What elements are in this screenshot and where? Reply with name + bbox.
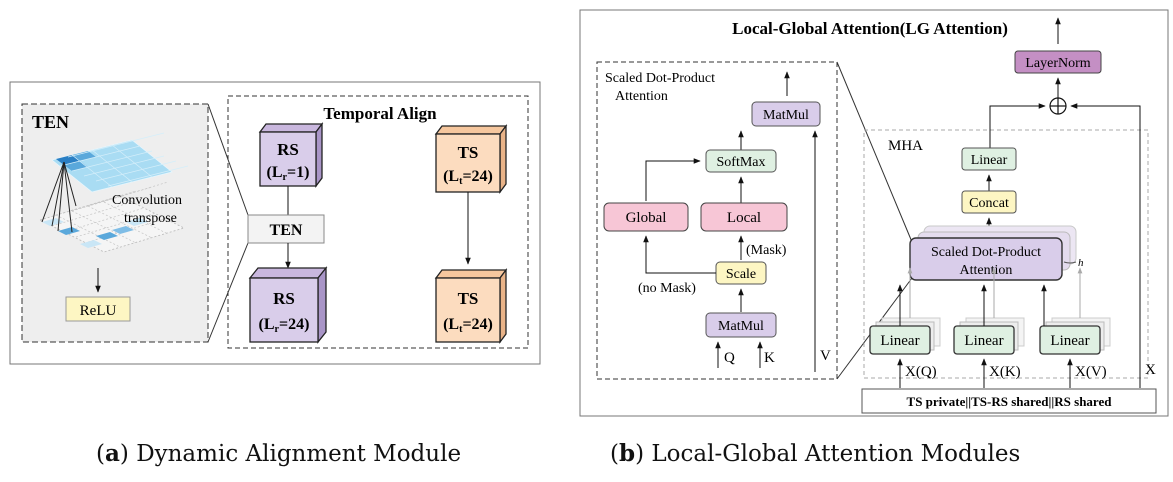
residual-x-arrow <box>1070 103 1141 388</box>
linear-to-add-arrow <box>989 103 1046 148</box>
layernorm-label: LayerNorm <box>1025 56 1090 71</box>
sdpa-block <box>909 237 1063 281</box>
ts-top-line2: (Lt=24) <box>443 168 493 187</box>
rs-bottom-cube: RS (Lr=24) <box>248 266 328 344</box>
no-mask-label: (no Mask) <box>638 281 696 296</box>
panel-b-frame <box>579 9 1169 417</box>
relu-label: ReLU <box>80 303 117 319</box>
softmax-label: SoftMax <box>717 155 766 170</box>
linear-out-label: Linear <box>971 153 1008 168</box>
panel-a: TEN Con <box>9 81 541 365</box>
local-box <box>700 202 788 232</box>
linear-v-box <box>1039 325 1101 355</box>
caption-b: (b) Local-Global Attention Modules <box>610 440 1021 467</box>
global-label: Global <box>626 210 667 226</box>
sdpa-detail-title-1: Scaled Dot-Product <box>605 71 715 86</box>
ts-bottom-cube: TS (Lt=24) <box>434 268 508 344</box>
linear-q-label: Linear <box>880 333 919 349</box>
input-box <box>861 388 1157 414</box>
rs-top-line1: RS <box>277 140 299 159</box>
matmul-bottom-box <box>705 312 777 338</box>
global-to-softmax-arrow <box>645 158 701 201</box>
scale-label: Scale <box>726 267 756 282</box>
scale-to-global-arrow <box>643 235 716 274</box>
ts-bottom-line2: (Lt=24) <box>443 316 493 335</box>
conv-label-line1: Convolution <box>112 193 182 208</box>
lg-attention-title: Local-Global Attention(LG Attention) <box>732 19 1008 38</box>
h-label: h <box>1078 257 1084 269</box>
caption-a: (a) Dynamic Alignment Module <box>96 440 462 467</box>
linear-group-q: Linear <box>869 317 941 355</box>
matmul-top-box <box>751 101 821 127</box>
xk-label: X(K) <box>989 364 1021 380</box>
temporal-align-title: Temporal Align <box>323 104 437 123</box>
rs-top-cube: RS (Lr=1) <box>258 122 324 188</box>
sdpa-block-line1: Scaled Dot-Product <box>931 245 1041 260</box>
linear-out-box <box>961 147 1017 171</box>
concat-label: Concat <box>969 196 1009 211</box>
sdpa-block-line2: Attention <box>960 263 1013 278</box>
sdpa-connector-top <box>836 61 913 243</box>
conv-label-line2: transpose <box>124 211 177 226</box>
panel-b: Local-Global Attention(LG Attention) Sca… <box>579 9 1169 417</box>
v-label: V <box>820 348 831 364</box>
mask-label: (Mask) <box>746 243 787 258</box>
linear-group-k: Linear <box>953 317 1025 355</box>
mha-box <box>863 129 1149 379</box>
rs-bottom-line1: RS <box>273 289 295 308</box>
concat-box <box>961 190 1017 214</box>
local-label: Local <box>727 210 761 226</box>
sdpa-detail-title-2: Attention <box>615 89 668 104</box>
xv-label: X(V) <box>1075 364 1107 380</box>
projection-lines <box>41 161 77 233</box>
matmul-bottom-label: MatMul <box>718 319 764 334</box>
mha-label: MHA <box>888 138 923 154</box>
relu-box <box>65 296 131 322</box>
rs-bottom-line2: (Lr=24) <box>259 316 310 335</box>
ts-top-cube: TS (Lt=24) <box>434 124 508 194</box>
rs-top-line2: (Lr=1) <box>267 164 310 183</box>
ten-box <box>247 214 325 244</box>
h-bracket <box>1063 261 1077 264</box>
panel-a-frame <box>9 81 541 365</box>
sdpa-detail-box <box>596 61 838 380</box>
linear-k-label: Linear <box>964 333 1003 349</box>
temporal-align-box <box>227 95 529 349</box>
q-label: Q <box>724 350 735 366</box>
ts-top-line1: TS <box>458 143 479 162</box>
global-box <box>603 202 689 232</box>
linear-group-v: Linear <box>1039 317 1111 355</box>
output-grid <box>51 132 189 193</box>
input-label: TS private||TS-RS shared||RS shared <box>907 394 1113 409</box>
layernorm-box <box>1014 50 1102 74</box>
ten-title: TEN <box>32 112 69 132</box>
xq-label: X(Q) <box>905 364 937 380</box>
linear-v-label: Linear <box>1050 333 1089 349</box>
ten-box-label: TEN <box>270 222 303 239</box>
softmax-box <box>705 149 777 173</box>
k-label: K <box>764 350 775 366</box>
ts-bottom-line1: TS <box>458 289 479 308</box>
x-label: X <box>1145 362 1156 378</box>
matmul-top-label: MatMul <box>763 108 809 123</box>
